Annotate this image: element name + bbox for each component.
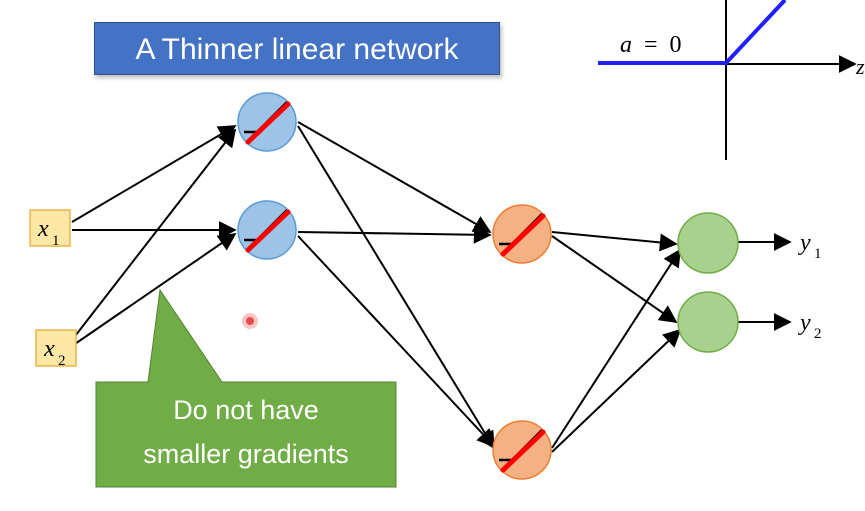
activation-label: a = 0 [620,32,682,58]
svg-text:x: x [37,216,49,242]
output-node-2 [677,291,739,353]
output-label-y2: y 2 [798,310,822,342]
output-node-1 [677,212,739,274]
svg-text:1: 1 [814,246,822,262]
slide-title: A Thinner linear network [94,22,500,75]
linear-overlay-line [245,209,291,253]
activation-curve [598,0,787,65]
linear-overlay-line [245,101,291,145]
hidden1-node-top [237,92,297,152]
linear-overlay-line [500,213,546,257]
svg-text:2: 2 [814,326,822,342]
hidden1-node-bottom [237,200,297,260]
svg-text:2: 2 [58,353,66,369]
activation-plot: a = 0 z [598,0,865,160]
callout-line-1: Do not have [173,395,319,425]
hidden2-node-top [492,204,552,264]
svg-text:x: x [43,336,55,362]
hidden2-node-bottom [492,420,552,480]
connections [71,121,792,453]
activation-axis-label: z [855,54,865,79]
pointer-dot [242,313,258,329]
svg-text:y: y [798,230,811,256]
input-x2: x 2 [35,329,77,369]
svg-text:1: 1 [52,233,60,249]
callout-text: Do not have smaller gradients [96,388,396,476]
linear-overlay-line [500,429,546,473]
svg-text:y: y [798,310,811,336]
callout-line-2: smaller gradients [143,439,349,469]
input-x1: x 1 [29,209,71,249]
output-label-y1: y 1 [798,230,822,262]
callout-bubble [95,288,397,488]
